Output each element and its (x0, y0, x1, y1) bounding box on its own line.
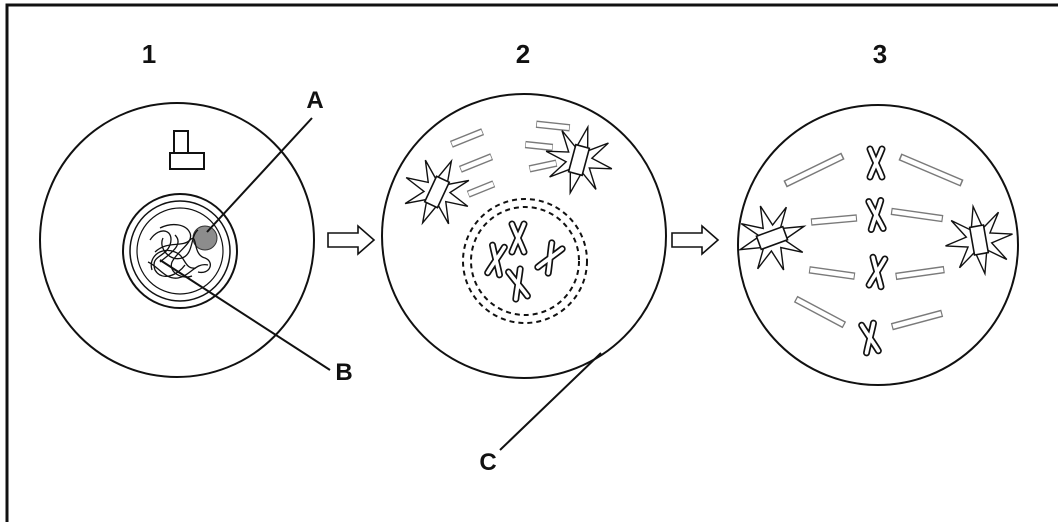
chromatin (147, 223, 211, 279)
right-arrow-icon (327, 224, 376, 256)
stage-2-number: 2 (516, 39, 530, 69)
callout-a-line (206, 117, 313, 233)
cell-2 (381, 93, 667, 379)
cell-1 (39, 102, 315, 378)
callout-a-label: A (306, 87, 323, 114)
stage-1-number: 1 (142, 39, 156, 69)
cell-3 (727, 104, 1020, 386)
right-arrow-icon (671, 224, 720, 256)
nuclear-envelope (462, 198, 588, 324)
callout-c-label: C (479, 449, 496, 476)
callout-c-line (499, 352, 602, 451)
callout-b-line (159, 259, 331, 371)
stage-3-number: 3 (873, 39, 887, 69)
callout-b-label: B (335, 359, 352, 386)
centriole-pair (169, 130, 205, 170)
nuclear-envelope-inner (470, 206, 580, 316)
figure-frame (5, 3, 1058, 522)
